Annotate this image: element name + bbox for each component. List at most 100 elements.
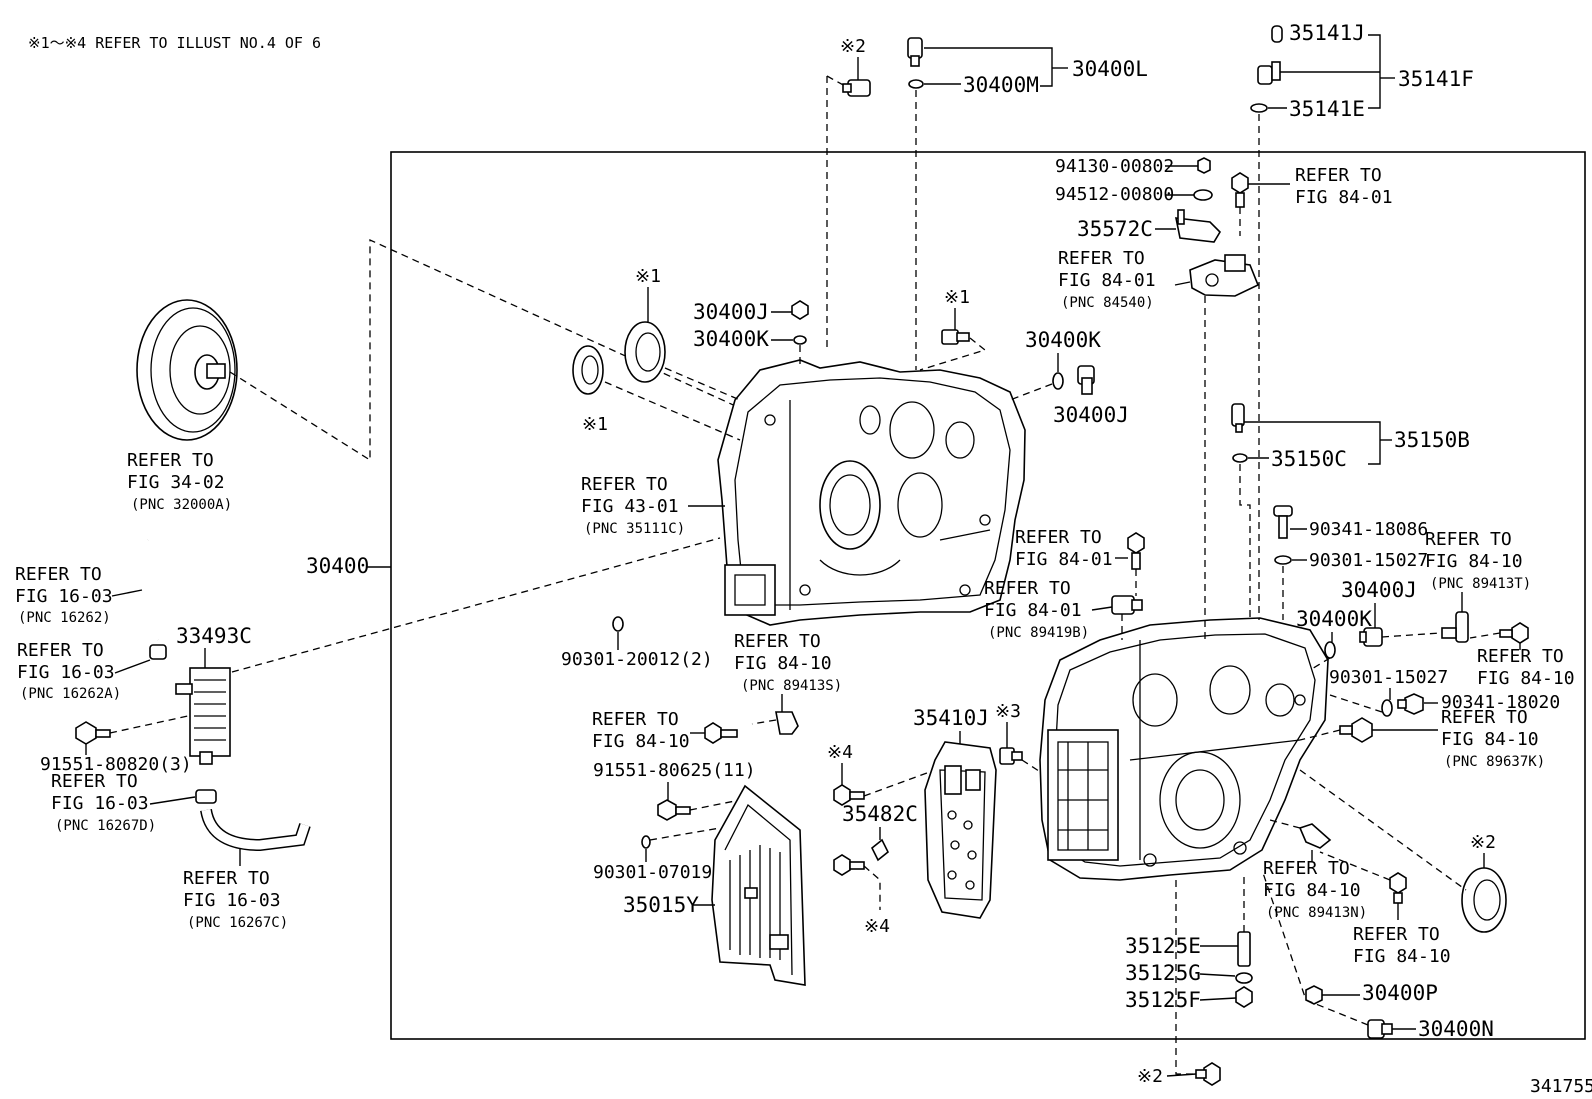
o-ring-90301-20012[interactable] (612, 616, 624, 632)
label-30400N: 30400N (1418, 1017, 1494, 1041)
ref-89637K-l1: REFER TO (1441, 707, 1528, 728)
sensor-35141F[interactable] (1257, 61, 1281, 85)
oil-pan[interactable] (711, 784, 806, 986)
oil-cooler-hose-upper[interactable] (142, 538, 162, 642)
bolt-35125F[interactable] (1235, 986, 1253, 1008)
mark-3: ※3 (995, 701, 1021, 722)
o-ring-90301-15027-a[interactable] (1274, 555, 1292, 565)
hose-clamp-upper[interactable] (149, 644, 167, 660)
o-ring-90301-15027-b[interactable] (1381, 699, 1393, 717)
torque-converter[interactable] (136, 299, 238, 441)
converter-housing[interactable] (717, 359, 1026, 626)
valve-body[interactable] (924, 741, 997, 919)
sensor-89413S[interactable] (775, 711, 799, 735)
cap-35141J[interactable] (1271, 25, 1283, 43)
bolt-8410-right-a[interactable] (1499, 622, 1529, 644)
oil-cooler[interactable] (175, 667, 231, 765)
gasket-35482C[interactable] (870, 838, 890, 862)
bolt-mark3[interactable] (999, 747, 1023, 765)
mark-2-top: ※2 (840, 36, 866, 57)
label-91551-80625: 91551-80625(11) (593, 760, 756, 781)
plug-30400J-b[interactable] (1077, 365, 1095, 395)
bolt-8410-lower-right[interactable] (1389, 872, 1407, 904)
label-30400L: 30400L (1072, 57, 1148, 81)
speed-sensor-30400L[interactable] (907, 37, 923, 67)
ref-8410-right-l1: REFER TO (1477, 646, 1564, 667)
label-90341-18086: 90341-18086 (1309, 519, 1428, 540)
ref-clamp-lower-l2: FIG 16-03 (51, 793, 149, 814)
plug-30400N[interactable] (1367, 1019, 1393, 1039)
ref-hose-upper-l2: FIG 16-03 (15, 586, 113, 607)
label-90341-18020: 90341-18020 (1441, 692, 1560, 713)
label-30400J-c: 30400J (1341, 578, 1417, 602)
label-30400J-b: 30400J (1053, 403, 1129, 427)
sensor-89413T[interactable] (1441, 611, 1469, 643)
ref-bolt-8410-l1: REFER TO (592, 709, 679, 730)
plug-90341-18020[interactable] (1397, 693, 1424, 715)
ref-housing-l1: REFER TO (581, 474, 668, 495)
bracket-35572C[interactable] (1174, 209, 1222, 243)
o-ring-35141E[interactable] (1250, 103, 1268, 113)
ref-89413T-l3: (PNC 89413T) (1430, 576, 1531, 592)
bolt-91551-80625[interactable] (657, 799, 691, 821)
ref-clamp-lower-l1: REFER TO (51, 771, 138, 792)
oil-cooler-hose-lower (200, 808, 311, 852)
label-35141F: 35141F (1398, 67, 1474, 91)
washer-35125G[interactable] (1235, 972, 1253, 984)
o-ring-30400M[interactable] (908, 79, 924, 89)
pin-35125E[interactable] (1237, 931, 1251, 967)
bolt-8401-mid[interactable] (1127, 532, 1145, 570)
bolt-8401-top[interactable] (1231, 172, 1249, 208)
o-ring-90301-07019[interactable] (641, 835, 651, 849)
label-35150B: 35150B (1394, 428, 1470, 452)
o-ring-30400K-a[interactable] (793, 335, 807, 345)
neutral-start-switch[interactable] (1189, 254, 1260, 297)
ref-89413N-l3: (PNC 89413N) (1266, 905, 1367, 921)
label-94512-00800: 94512-00800 (1055, 184, 1174, 205)
bolt-top-mark2[interactable] (842, 79, 871, 97)
ref-8401-top-l1: REFER TO (1295, 165, 1382, 186)
ref-8410-right-l2: FIG 84-10 (1477, 668, 1575, 689)
plug-90341-18086[interactable] (1273, 505, 1293, 539)
o-ring-35150C[interactable] (1232, 453, 1248, 463)
plug-30400J-a[interactable] (791, 300, 809, 320)
sensor-89419B[interactable] (1111, 595, 1143, 615)
ref-hose-upper-l3: (PNC 16262) (18, 610, 111, 626)
bolt-bottom-mark2[interactable] (1195, 1062, 1221, 1086)
ref-89413T-l1: REFER TO (1425, 529, 1512, 550)
ref-89413S-l2: FIG 84-10 (734, 653, 832, 674)
ref-89413N-l1: REFER TO (1263, 858, 1350, 879)
label-94130-00802: 94130-00802 (1055, 156, 1174, 177)
mark-1-center: ※1 (944, 287, 970, 308)
ref-clamp-upper-l2: FIG 16-03 (17, 662, 115, 683)
hose-clamp-lower[interactable] (195, 789, 217, 804)
washer-94512-00800[interactable] (1193, 189, 1213, 201)
ref-8401-top-l2: FIG 84-01 (1295, 187, 1393, 208)
bolt-8410-left[interactable] (704, 722, 738, 744)
sensor-35150B[interactable] (1231, 403, 1245, 433)
transaxle-case[interactable] (1039, 617, 1329, 881)
o-ring-30400K-b[interactable] (1052, 372, 1064, 390)
bolt-mark4-lower[interactable] (833, 854, 865, 876)
ref-89419B-l1: REFER TO (984, 578, 1071, 599)
label-35015Y: 35015Y (623, 893, 699, 917)
label-35141J: 35141J (1289, 21, 1365, 45)
nut-94130-00802[interactable] (1197, 157, 1211, 174)
oil-seal-right[interactable] (624, 321, 666, 383)
illustration-note: ※1～※4 REFER TO ILLUST NO.4 OF 6 (28, 34, 321, 52)
ref-8410-lower-l2: FIG 84-10 (1353, 946, 1451, 967)
label-90301-15027-b: 90301-15027 (1329, 667, 1448, 688)
ref-housing-l3: (PNC 35111C) (584, 521, 685, 537)
sensor-89413N[interactable] (1298, 823, 1332, 849)
oil-seal-lower-right[interactable] (1461, 867, 1507, 933)
label-30400P: 30400P (1362, 981, 1438, 1005)
mark-4-lower: ※4 (864, 916, 890, 937)
mark-4-upper: ※4 (827, 742, 853, 763)
ref-89413T-l2: FIG 84-10 (1425, 551, 1523, 572)
oil-seal-left[interactable] (572, 345, 604, 395)
sensor-89637K[interactable] (1339, 717, 1373, 743)
label-90301-07019: 90301-07019 (593, 862, 712, 883)
bolt-center-mark1[interactable] (941, 329, 970, 345)
o-ring-30400K-c[interactable] (1324, 641, 1336, 659)
bolt-91551-80820[interactable] (75, 721, 111, 745)
